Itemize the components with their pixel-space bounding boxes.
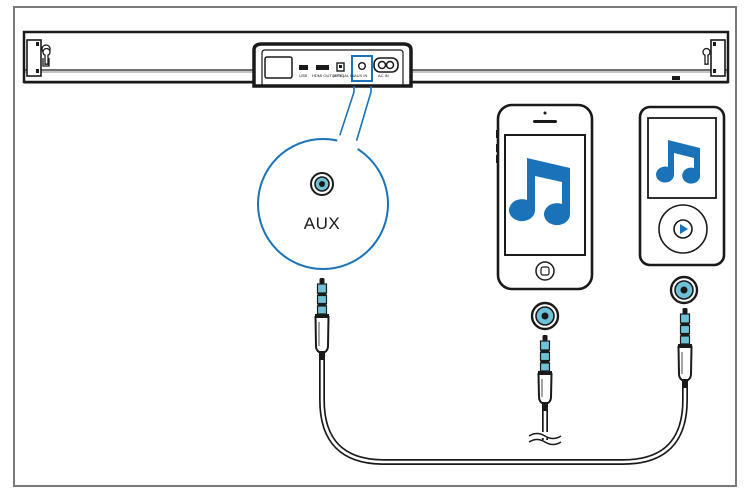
- connector-panel: USB HDMI OUT (ARC) OPTICAL IN AUX IN AC …: [252, 42, 413, 88]
- aux-plug-player: [677, 308, 693, 388]
- aux-plug-phone: [537, 335, 553, 411]
- port-1: [299, 65, 308, 70]
- port-usb: [264, 56, 293, 79]
- wall-mount-bracket-left: [26, 39, 51, 77]
- port-label-hdmi: HDMI OUT (ARC): [312, 73, 345, 78]
- phone-headphone-jack: [530, 301, 560, 331]
- port-label-optical: OPTICAL IN: [332, 73, 354, 78]
- callout-circle: [257, 138, 389, 270]
- smartphone: [496, 103, 594, 291]
- diagram-frame: [13, 6, 737, 487]
- wall-mount-bracket-right: [702, 39, 726, 77]
- port-label-aux: AUX IN: [354, 73, 367, 78]
- audio-cable: [319, 360, 688, 465]
- media-player-screen: [647, 117, 717, 199]
- port-label-usb: USB: [299, 73, 308, 78]
- port-label-ac: AC IN: [378, 73, 389, 78]
- aux-callout: AUX: [257, 86, 389, 270]
- keyhole-icon: [702, 47, 711, 65]
- aux-plug-left: [314, 278, 330, 360]
- smartphone-screen: [504, 134, 586, 256]
- port-aux: [358, 62, 367, 71]
- aux-label: AUX: [304, 214, 340, 233]
- music-note-icon: [509, 158, 571, 226]
- media-player: [638, 105, 726, 267]
- aux-port-highlight: [351, 55, 373, 82]
- player-headphone-jack: [669, 275, 699, 305]
- soundbar: USB HDMI OUT (ARC) OPTICAL IN AUX IN AC …: [22, 30, 730, 88]
- port-hdmi: [316, 65, 329, 70]
- music-note-icon: [656, 140, 701, 184]
- home-button-icon: [535, 261, 555, 281]
